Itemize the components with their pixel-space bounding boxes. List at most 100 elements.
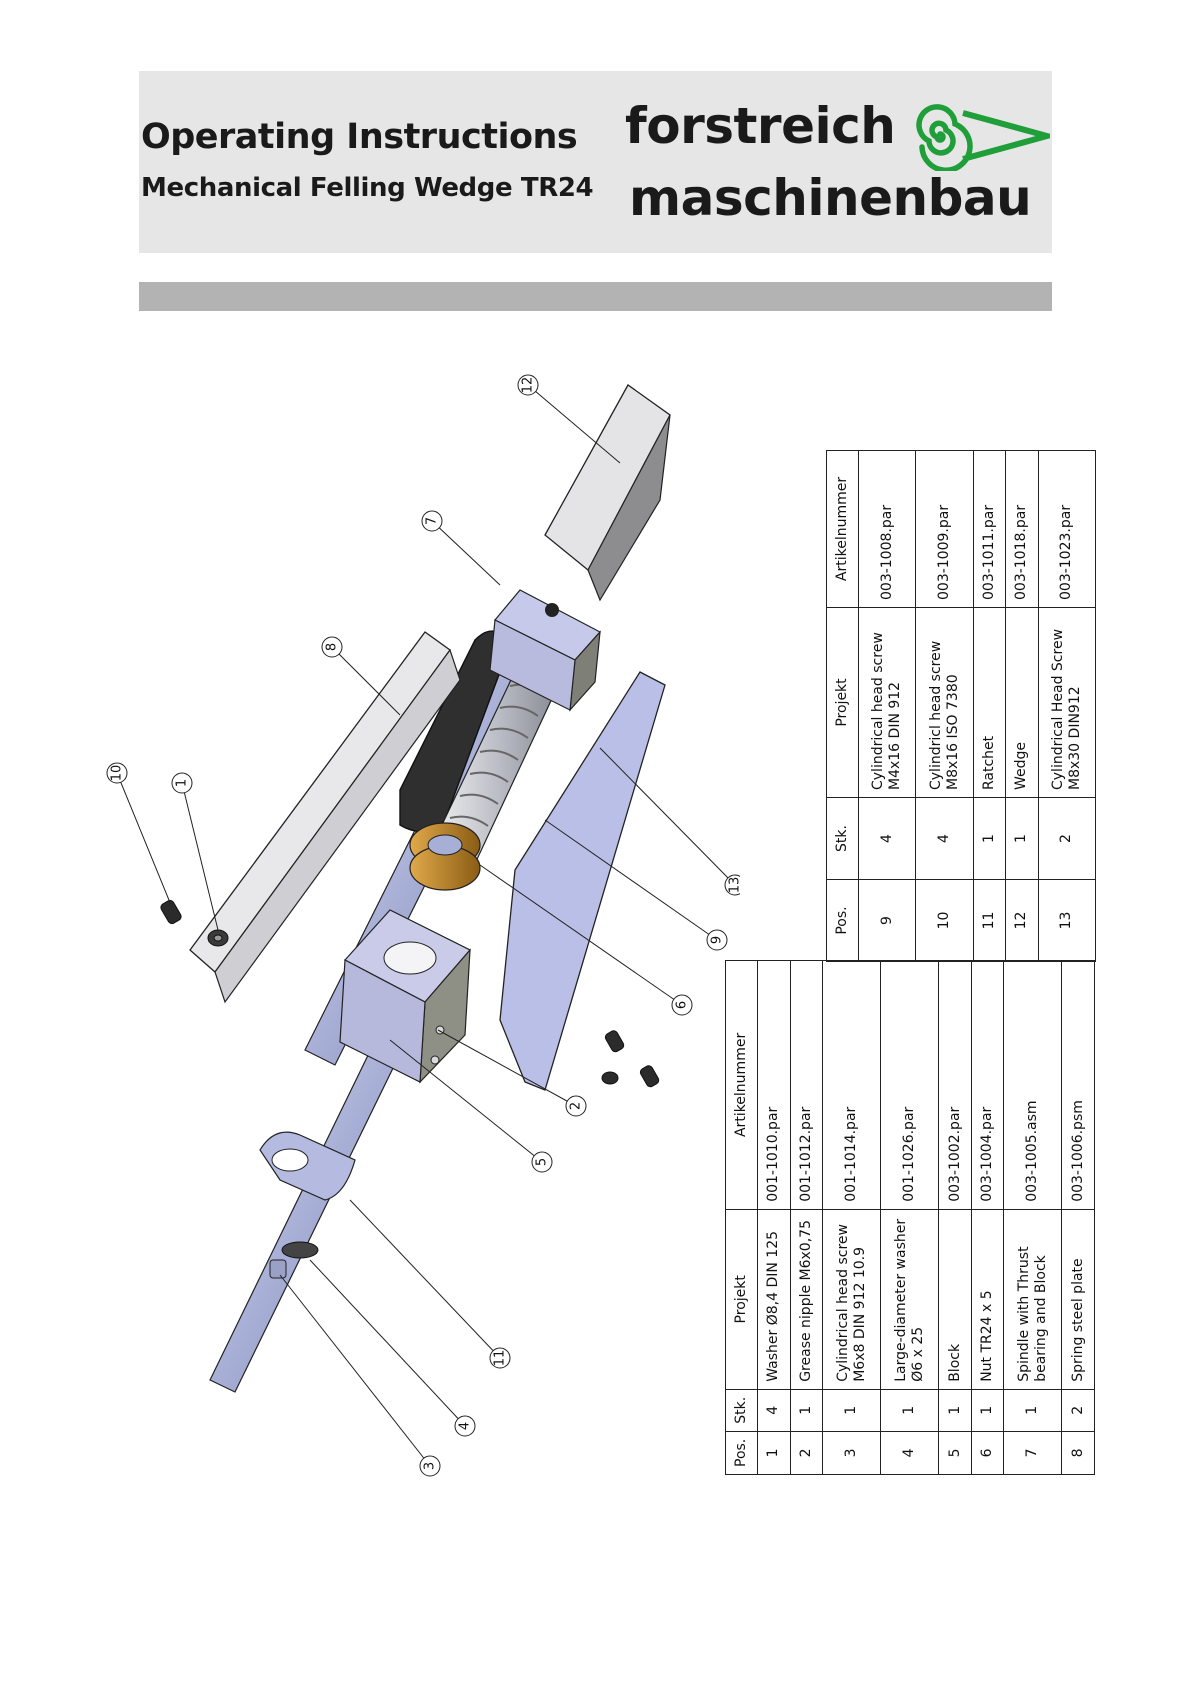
table-cell: Cylindrical Head Screw M8x30 DIN912 (1038, 607, 1096, 798)
callout-5: 5 (535, 1158, 550, 1166)
table-cell: 6 (971, 1431, 1004, 1475)
table-cell: 3 (822, 1431, 881, 1475)
document-title: Operating Instructions (141, 117, 578, 157)
block-part (339, 909, 471, 1084)
col-pos: Pos. (725, 1431, 758, 1475)
table-cell: Cylindrical head screw M4x16 DIN 912 (858, 607, 916, 798)
table-cell: 003-1008.par (858, 450, 916, 608)
callout-4: 4 (458, 1422, 473, 1430)
table-cell: 10 (915, 879, 974, 962)
table-cell: Large-diameter washer Ø6 x 25 (880, 1209, 939, 1390)
table-cell: 7 (1003, 1431, 1062, 1475)
table-cell: 001-1012.par (790, 960, 823, 1210)
callout-2: 2 (569, 1102, 584, 1110)
col-stk: Stk. (826, 797, 859, 880)
section-divider-bar (139, 282, 1052, 311)
screw-3 (269, 1259, 287, 1279)
col-artikel: Artikelnummer (826, 450, 859, 608)
callout-10: 10 (110, 765, 125, 782)
logo-line-2: maschinenbau (629, 169, 1032, 227)
table-cell: Washer Ø8,4 DIN 125 (757, 1209, 791, 1390)
callout-7: 7 (425, 517, 440, 525)
thrust-block (489, 589, 601, 712)
logo-spiral-icon (916, 104, 1050, 171)
table-cell: Nut TR24 x 5 (971, 1209, 1004, 1390)
header-band: Operating Instructions Mechanical Fellin… (139, 71, 1052, 253)
col-stk: Stk. (725, 1389, 758, 1432)
table-cell: 8 (1061, 1431, 1095, 1475)
screws-right (601, 1030, 660, 1088)
screw-10 (160, 899, 182, 925)
callout-12: 12 (521, 377, 536, 394)
table-cell: Grease nipple M6x0,75 (790, 1209, 823, 1390)
washer-1 (207, 929, 229, 947)
table-cell: 4 (757, 1389, 791, 1432)
callout-1: 1 (175, 779, 190, 787)
logo-line-1: forstreich (625, 97, 896, 155)
wedge-part (544, 384, 671, 602)
table-cell: 1 (880, 1389, 939, 1432)
col-projekt: Projekt (826, 607, 859, 798)
ratchet-part (259, 1131, 356, 1201)
table-cell: 4 (858, 797, 916, 880)
table-cell: 003-1023.par (1038, 450, 1096, 608)
exploded-assembly-drawing: 10 1 8 7 12 13 9 6 2 5 11 4 3 (106, 374, 740, 1477)
table-cell: 1 (1005, 797, 1039, 880)
table-cell: 003-1004.par (971, 960, 1004, 1210)
col-artikel: Artikelnummer (725, 960, 758, 1210)
table-cell: 1 (973, 797, 1006, 880)
table-cell: 001-1010.par (757, 960, 791, 1210)
table-cell: 2 (790, 1431, 823, 1475)
table-cell: 12 (1005, 879, 1039, 962)
callout-9: 9 (710, 936, 725, 944)
table-cell: 9 (858, 879, 916, 962)
document-subtitle: Mechanical Felling Wedge TR24 (141, 173, 594, 203)
table-cell: Spindle with Thrust bearing and Block (1003, 1209, 1062, 1390)
table-cell: 1 (971, 1389, 1004, 1432)
table-cell: 2 (1038, 797, 1096, 880)
table-cell: 001-1026.par (880, 960, 939, 1210)
bronze-nut (409, 822, 481, 891)
table-cell: Spring steel plate (1061, 1209, 1095, 1390)
table-cell: 001-1014.par (822, 960, 881, 1210)
callout-6: 6 (675, 1001, 690, 1009)
table-cell: 003-1018.par (1005, 450, 1039, 608)
dark-cylinder (399, 630, 511, 833)
table-cell: 11 (973, 879, 1006, 962)
table-cell: 1 (822, 1389, 881, 1432)
table-cell: 003-1005.asm (1003, 960, 1062, 1210)
table-cell: 1 (757, 1431, 791, 1475)
col-projekt: Projekt (725, 1209, 758, 1390)
callout-11: 11 (493, 1350, 508, 1367)
table-cell: Ratchet (973, 607, 1006, 798)
table-cell: 2 (1061, 1389, 1095, 1432)
table-cell: 5 (938, 1431, 972, 1475)
table-cell: Cylindricl head screw M8x16 ISO 7380 (915, 607, 974, 798)
table-cell: 1 (1003, 1389, 1062, 1432)
table-cell: Cylindrical head screw M6x8 DIN 912 10.9 (822, 1209, 881, 1390)
table-cell: 003-1009.par (915, 450, 974, 608)
table-cell: 4 (880, 1431, 939, 1475)
table-cell: 1 (938, 1389, 972, 1432)
table-cell: 003-1011.par (973, 450, 1006, 608)
spring-plate-right (499, 671, 666, 1091)
table-cell: 4 (915, 797, 974, 880)
washer-4 (281, 1241, 319, 1259)
table-cell: 003-1002.par (938, 960, 972, 1210)
col-pos: Pos. (826, 879, 859, 962)
table-cell: 1 (790, 1389, 823, 1432)
company-logo: forstreich maschinenbau (625, 97, 1050, 237)
table-cell: 003-1006.psm (1061, 960, 1095, 1210)
